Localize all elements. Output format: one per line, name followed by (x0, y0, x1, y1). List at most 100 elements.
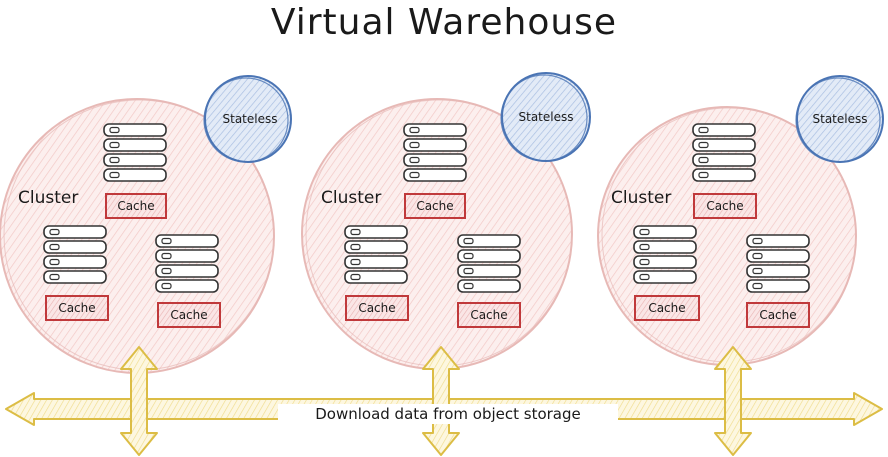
server-led (109, 171, 120, 179)
vertical-arrow (714, 346, 752, 456)
server-unit (43, 270, 107, 284)
cache-box (457, 302, 521, 328)
cache-box (693, 193, 757, 219)
cache-label: Cache (358, 301, 396, 315)
server-unit (746, 279, 810, 293)
stateless-label: Stateless (518, 110, 574, 124)
server-unit (344, 255, 408, 269)
server-led (49, 243, 60, 251)
server-unit (103, 123, 167, 137)
server-led (409, 141, 420, 149)
cache-label: Cache (117, 199, 155, 213)
server-led (49, 258, 60, 266)
cluster-label: Cluster (321, 188, 382, 208)
server-unit (633, 255, 697, 269)
server-led (463, 282, 474, 290)
server-led (350, 258, 361, 266)
server-led (752, 267, 763, 275)
server-unit (344, 225, 408, 239)
server-led (698, 156, 709, 164)
cache-box (634, 295, 700, 321)
server-led (409, 156, 420, 164)
server-unit (692, 153, 756, 167)
cluster-label: Cluster (18, 188, 79, 208)
server-led (698, 171, 709, 179)
server-unit (43, 240, 107, 254)
server-led (161, 267, 172, 275)
server-unit (746, 264, 810, 278)
server-led (350, 273, 361, 281)
server-unit (692, 138, 756, 152)
cache-label: Cache (648, 301, 686, 315)
cache-box (157, 302, 221, 328)
server-unit (633, 270, 697, 284)
server-unit (746, 249, 810, 263)
server-led (698, 141, 709, 149)
stateless-outline (795, 77, 881, 163)
stateless-layer (203, 72, 884, 163)
stateless-outline (203, 77, 289, 163)
cache-box (746, 302, 810, 328)
server-unit (692, 168, 756, 182)
server-unit (633, 225, 697, 239)
server-led (109, 141, 120, 149)
server-led (463, 237, 474, 245)
server-unit (633, 240, 697, 254)
server-led (161, 252, 172, 260)
cache-box (345, 295, 409, 321)
storage-label: Download data from object storage (278, 404, 618, 424)
server-led (463, 252, 474, 260)
server-unit (155, 249, 219, 263)
server-led (752, 237, 763, 245)
server-unit (344, 240, 408, 254)
server-unit (746, 234, 810, 248)
vertical-arrow (422, 346, 460, 456)
cache-box (105, 193, 167, 219)
server-led (409, 171, 420, 179)
server-led (639, 228, 650, 236)
server-unit (403, 168, 467, 182)
server-led (409, 126, 420, 134)
server-led (698, 126, 709, 134)
server-led (49, 228, 60, 236)
server-unit (103, 168, 167, 182)
server-led (752, 252, 763, 260)
server-led (639, 258, 650, 266)
server-led (463, 267, 474, 275)
server-unit (43, 225, 107, 239)
cache-label: Cache (759, 308, 797, 322)
cache-box (404, 193, 466, 219)
server-unit (155, 234, 219, 248)
server-led (639, 273, 650, 281)
server-unit (457, 249, 521, 263)
server-led (109, 156, 120, 164)
server-led (161, 282, 172, 290)
server-unit (457, 264, 521, 278)
server-unit (692, 123, 756, 137)
server-unit (155, 264, 219, 278)
server-unit (155, 279, 219, 293)
diagram-title: Virtual Warehouse (270, 2, 618, 43)
cache-label: Cache (706, 199, 744, 213)
server-led (350, 228, 361, 236)
server-unit (43, 255, 107, 269)
server-unit (344, 270, 408, 284)
server-led (49, 273, 60, 281)
cache-label: Cache (470, 308, 508, 322)
server-unit (403, 138, 467, 152)
servers-layer (43, 123, 810, 328)
server-unit (457, 234, 521, 248)
server-unit (103, 138, 167, 152)
server-unit (403, 123, 467, 137)
stateless-label: Stateless (222, 112, 278, 126)
cache-label: Cache (416, 199, 454, 213)
cache-box (45, 295, 109, 321)
cache-label: Cache (58, 301, 96, 315)
server-unit (457, 279, 521, 293)
server-led (350, 243, 361, 251)
server-unit (403, 153, 467, 167)
server-led (752, 282, 763, 290)
server-led (161, 237, 172, 245)
cache-label: Cache (170, 308, 208, 322)
